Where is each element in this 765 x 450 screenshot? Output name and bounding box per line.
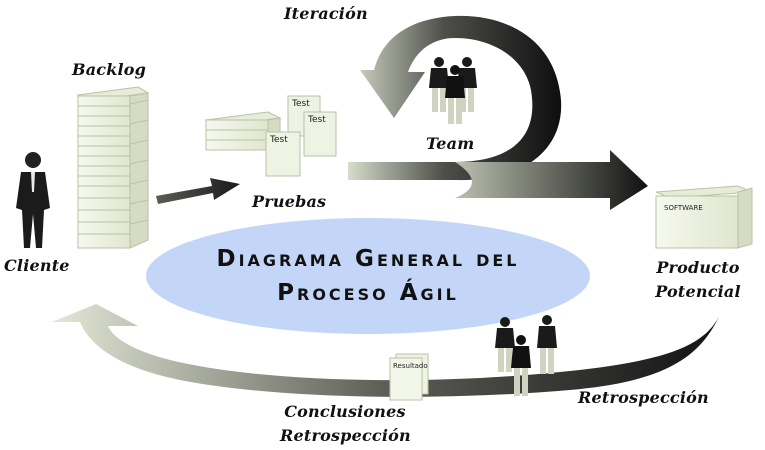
retrospective-team-icon: [495, 315, 557, 396]
conclusions-label: Conclusiones Retrospección: [280, 400, 411, 448]
potential-product-line-2: Potencial: [655, 282, 741, 301]
backlog-stack: [76, 86, 150, 249]
backlog-label: Backlog: [72, 60, 147, 79]
client-person-icon: [16, 152, 50, 248]
test-document-2: Test: [303, 111, 337, 157]
diagram-title-line-2: Proceso Ágil: [277, 280, 459, 306]
tests-label: Pruebas: [252, 192, 327, 211]
conclusions-line-2: Retrospección: [280, 426, 411, 445]
client-label: Cliente: [4, 256, 70, 275]
test-document-label: Test: [291, 99, 310, 109]
test-document-label: Test: [269, 135, 288, 145]
retrospective-label: Retrospección: [578, 388, 709, 407]
backlog-to-tests-arrow: [156, 178, 240, 204]
potential-product-label: Producto Potencial: [650, 256, 746, 304]
software-product-box: SOFTWARE: [655, 185, 753, 249]
team-people-icon: [429, 57, 477, 124]
iteration-loop-arrow: [348, 15, 648, 210]
conclusions-line-1: Conclusiones: [284, 402, 406, 421]
diagram-title-line-1: Diagrama General del: [216, 246, 520, 272]
result-documents: Resultado: [389, 353, 429, 401]
test-document-3: Test: [265, 131, 301, 177]
iteration-label: Iteración: [284, 4, 368, 23]
diagram-title: Diagrama General del Proceso Ágil: [148, 220, 588, 332]
potential-product-line-1: Producto: [656, 258, 740, 277]
team-label: Team: [426, 134, 475, 153]
title-ellipse: [146, 218, 590, 334]
test-document-label: Test: [307, 115, 326, 125]
result-document-label: Resultado: [393, 362, 428, 370]
software-label: SOFTWARE: [664, 204, 703, 212]
